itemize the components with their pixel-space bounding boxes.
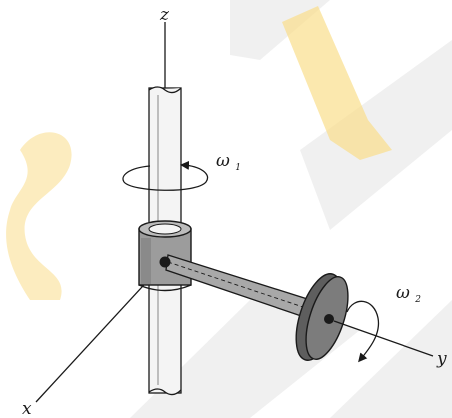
omega2-arc — [346, 300, 380, 363]
disk-hub — [324, 314, 334, 324]
watermark — [6, 0, 452, 418]
watermark-stroke-top — [230, 0, 330, 60]
y-axis-label: y — [436, 349, 447, 369]
watermark-logo-letter — [6, 132, 72, 300]
rod-top-cut — [148, 86, 182, 94]
omega1-arc-front — [123, 160, 209, 191]
omega2-rotation-arrow — [346, 300, 380, 363]
z-axis-label: z — [159, 5, 170, 25]
watermark-stroke-right — [300, 40, 452, 230]
omega1-rotation-arrow — [122, 160, 209, 191]
collar-rod-opening — [148, 223, 182, 235]
collar-bottom-rim — [138, 284, 192, 292]
collar-pivot-dot — [159, 256, 171, 268]
y-axis-line — [333, 320, 434, 357]
omega1-arc-back — [122, 165, 151, 183]
omega2-symbol: ω — [396, 283, 410, 303]
omega2-subscript: 2 — [414, 295, 421, 305]
x-axis-label: x — [22, 399, 32, 418]
arm-centerline — [167, 261, 319, 313]
disk — [295, 273, 349, 361]
omega1-symbol: ω — [216, 151, 230, 171]
omega1-label: ω 1 — [216, 151, 241, 173]
rod-bottom-cut — [148, 388, 182, 396]
omega1-subscript: 1 — [235, 163, 241, 173]
watermark-stroke-lower-right — [330, 300, 452, 418]
collar-shade — [141, 238, 151, 284]
collar — [138, 220, 192, 292]
watermark-logo-pen — [282, 6, 392, 160]
omega2-label: ω 2 — [396, 283, 421, 305]
vertical-rod — [148, 86, 182, 396]
